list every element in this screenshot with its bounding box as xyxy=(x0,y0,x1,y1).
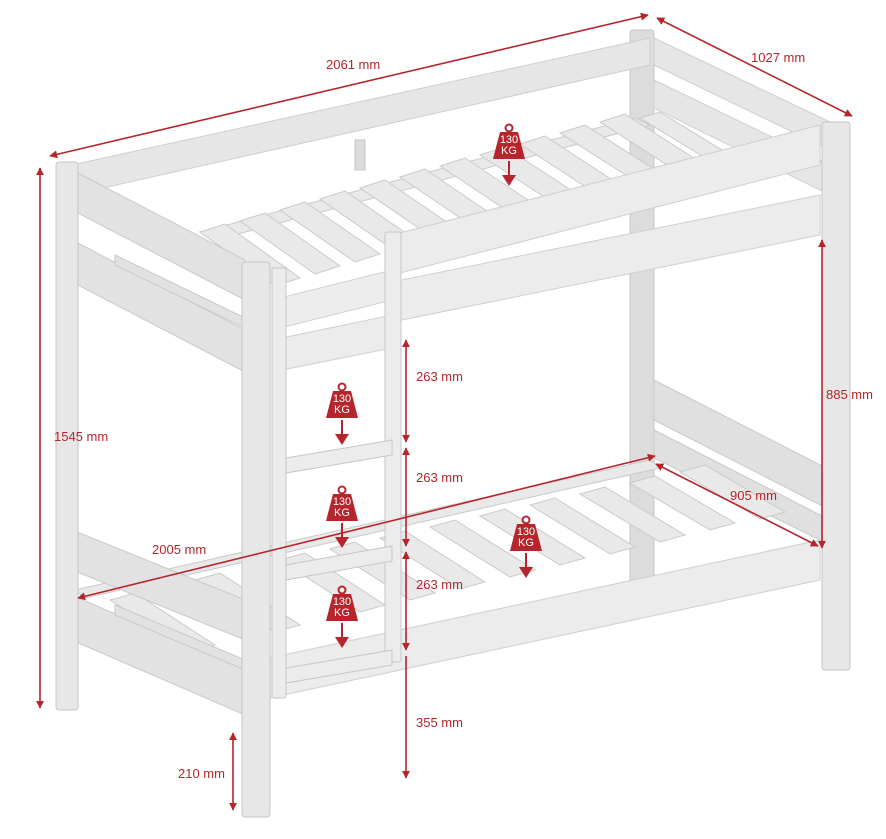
dim-mattress-length-label: 2005 mm xyxy=(152,542,207,557)
weight-badge-lower-bunk: 130 KG xyxy=(509,515,543,578)
dim-ladder-step-1-label: 263 mm xyxy=(416,369,463,384)
dim-top-width-label: 1027 mm xyxy=(751,50,806,65)
dimension-lines xyxy=(36,12,853,811)
dim-floor-clearance-label: 210 mm xyxy=(178,766,225,781)
weight-icon xyxy=(510,515,542,578)
top-bunk-front-guard xyxy=(271,124,821,373)
lower-bunk-back-rails xyxy=(653,379,831,546)
weight-icon xyxy=(326,382,358,445)
weight-icon xyxy=(493,123,525,186)
dim-total-height-label: 1545 mm xyxy=(54,429,109,444)
weight-badge-ladder-rung-1: 130 KG xyxy=(325,382,359,445)
weight-badge-ladder-rung-3: 130 KG xyxy=(325,585,359,648)
top-bunk-head-rails xyxy=(71,169,246,373)
dim-lower-bed-height-label: 355 mm xyxy=(416,715,463,730)
weight-badge-ladder-rung-2: 130 KG xyxy=(325,485,359,548)
weight-icon xyxy=(326,485,358,548)
dim-bunk-clearance-label: 885 mm xyxy=(826,387,873,402)
dim-ladder-step-2-label: 263 mm xyxy=(416,470,463,485)
dim-top-length-label: 2061 mm xyxy=(326,57,381,72)
weight-icon xyxy=(326,585,358,648)
dim-ladder-step-3-label: 263 mm xyxy=(416,577,463,592)
weight-badge-top-bunk: 130 KG xyxy=(492,123,526,186)
dim-mattress-width-label: 905 mm xyxy=(730,488,777,503)
